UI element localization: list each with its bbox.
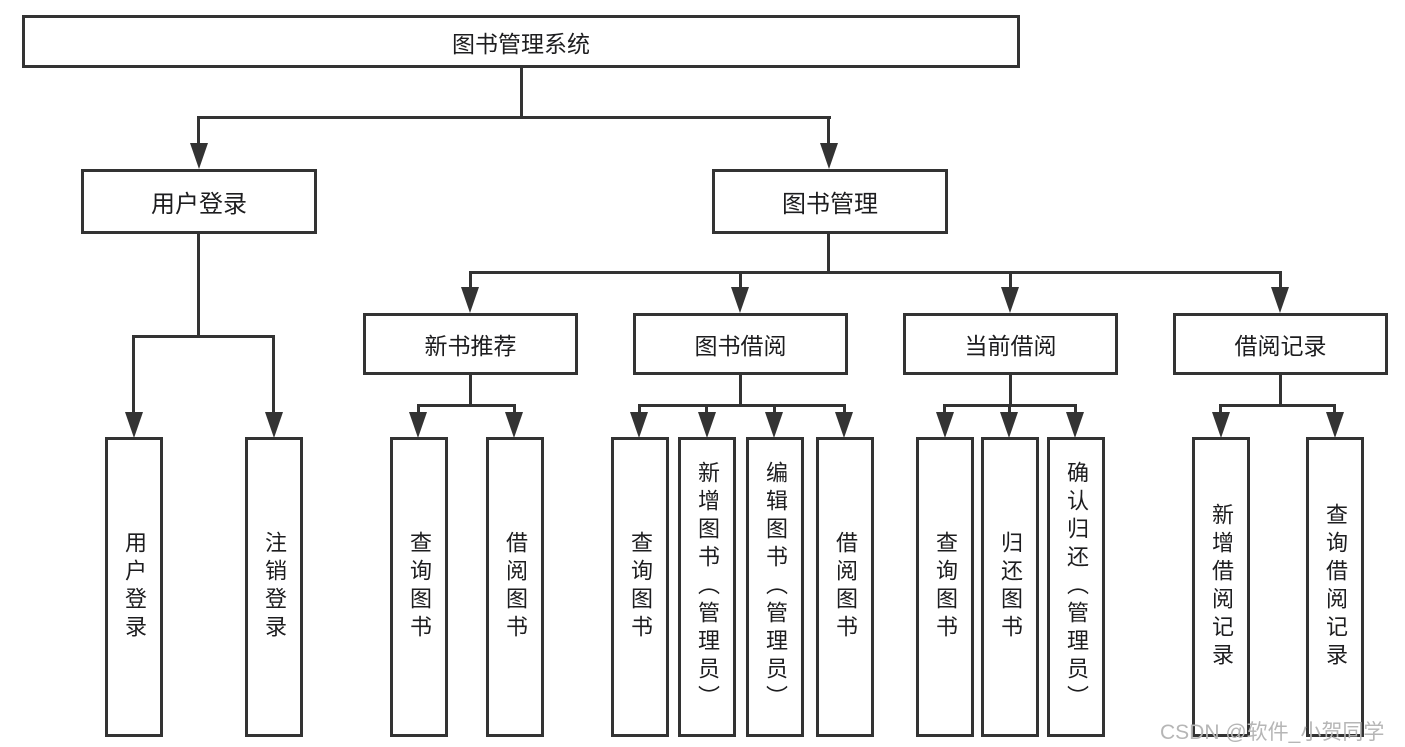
connector-drop [943, 404, 946, 415]
leaf-query-books-current-label: 查询图书 [933, 531, 958, 643]
leaf-user-login-label: 用户登录 [122, 531, 147, 643]
connector-recommend-branch [417, 404, 516, 407]
connector-borrow-stem [739, 373, 742, 407]
connector-drop-records [1279, 271, 1282, 291]
connector-level2-branch [197, 116, 831, 119]
leaf-logout-label: 注销登录 [262, 531, 287, 643]
node-user-login: 用户登录 [81, 169, 317, 234]
leaf-query-borrow-record: 查询借阅记录 [1306, 437, 1364, 737]
leaf-query-borrow-record-label: 查询借阅记录 [1323, 503, 1348, 671]
arrowhead-leaf [409, 412, 427, 438]
leaf-confirm-return-admin-label: 确认归还（管理员） [1064, 461, 1089, 713]
leaf-return-books-label: 归还图书 [998, 531, 1023, 643]
connector-drop-user-login [197, 116, 200, 148]
csdn-watermark: CSDN @软件_小贺同学 [1160, 721, 1385, 744]
connector-level3-branch [469, 271, 1282, 274]
node-current-borrow: 当前借阅 [903, 313, 1118, 375]
node-root-label: 图书管理系统 [452, 30, 590, 57]
arrowhead-leaf [630, 412, 648, 438]
connector-drop-recommend [469, 271, 472, 291]
arrowhead-leaf [1066, 412, 1084, 438]
arrowhead-leaf [765, 412, 783, 438]
connector-borrow-branch [638, 404, 846, 407]
arrowhead-leaf [835, 412, 853, 438]
connector-drop-leaf-logout [272, 335, 275, 415]
leaf-add-books-admin: 新增图书（管理员） [678, 437, 736, 737]
connector-user-login-stem [197, 231, 200, 337]
arrowhead-leaf [505, 412, 523, 438]
leaf-return-books: 归还图书 [981, 437, 1039, 737]
connector-drop [1074, 404, 1077, 415]
node-current-borrow-label: 当前借阅 [964, 333, 1057, 359]
node-borrow-records-label: 借阅记录 [1234, 333, 1327, 359]
connector-drop [705, 404, 708, 415]
connector-records-branch [1219, 404, 1336, 407]
leaf-borrow-books-recommend: 借阅图书 [486, 437, 544, 737]
node-book-management-label: 图书管理 [782, 191, 878, 218]
leaf-borrow-books: 借阅图书 [816, 437, 874, 737]
leaf-edit-books-admin-label: 编辑图书（管理员） [763, 461, 788, 713]
leaf-query-books-recommend: 查询图书 [390, 437, 448, 737]
arrowhead-records [1271, 287, 1289, 313]
arrowhead-recommend [461, 287, 479, 313]
arrowhead-book-management [820, 143, 838, 169]
connector-drop [417, 404, 420, 415]
leaf-borrow-books-recommend-label: 借阅图书 [503, 531, 528, 643]
arrowhead-borrow [731, 287, 749, 313]
leaf-logout: 注销登录 [245, 437, 303, 737]
connector-drop-leaf-login [132, 335, 135, 415]
leaf-query-books-current: 查询图书 [916, 437, 974, 737]
arrowhead-leaf [936, 412, 954, 438]
arrowhead-leaf-logout [265, 412, 283, 438]
node-new-book-recommend: 新书推荐 [363, 313, 578, 375]
leaf-query-books-recommend-label: 查询图书 [407, 531, 432, 643]
connector-user-login-branch [132, 335, 275, 338]
leaf-user-login: 用户登录 [105, 437, 163, 737]
arrowhead-current [1001, 287, 1019, 313]
connector-records-stem [1279, 373, 1282, 407]
connector-drop-borrow [739, 271, 742, 291]
arrowhead-leaf [1000, 412, 1018, 438]
arrowhead-leaf-login [125, 412, 143, 438]
leaf-query-books-borrow-label: 查询图书 [628, 531, 653, 643]
connector-book-management-stem [827, 231, 830, 274]
node-borrow-records: 借阅记录 [1173, 313, 1388, 375]
connector-drop-current [1009, 271, 1012, 291]
connector-drop [1219, 404, 1222, 415]
node-new-book-recommend-label: 新书推荐 [424, 333, 517, 359]
connector-drop [843, 404, 846, 415]
connector-recommend-stem [469, 373, 472, 407]
connector-drop [1333, 404, 1336, 415]
leaf-confirm-return-admin: 确认归还（管理员） [1047, 437, 1105, 737]
arrowhead-leaf [698, 412, 716, 438]
connector-current-stem [1009, 373, 1012, 407]
connector-drop [773, 404, 776, 415]
leaf-add-books-admin-label: 新增图书（管理员） [695, 461, 720, 713]
connector-drop-book-management [827, 116, 830, 148]
leaf-add-borrow-record: 新增借阅记录 [1192, 437, 1250, 737]
node-user-login-label: 用户登录 [151, 191, 247, 218]
arrowhead-leaf [1326, 412, 1344, 438]
node-book-borrow: 图书借阅 [633, 313, 848, 375]
leaf-add-borrow-record-label: 新增借阅记录 [1209, 503, 1234, 671]
connector-drop [1008, 404, 1011, 415]
arrowhead-user-login [190, 143, 208, 169]
node-root: 图书管理系统 [22, 15, 1020, 68]
arrowhead-leaf [1212, 412, 1230, 438]
connector-root-stem [520, 66, 523, 119]
leaf-borrow-books-label: 借阅图书 [833, 531, 858, 643]
node-book-management: 图书管理 [712, 169, 948, 234]
connector-drop [513, 404, 516, 415]
node-book-borrow-label: 图书借阅 [694, 333, 787, 359]
leaf-edit-books-admin: 编辑图书（管理员） [746, 437, 804, 737]
connector-drop [638, 404, 641, 415]
leaf-query-books-borrow: 查询图书 [611, 437, 669, 737]
